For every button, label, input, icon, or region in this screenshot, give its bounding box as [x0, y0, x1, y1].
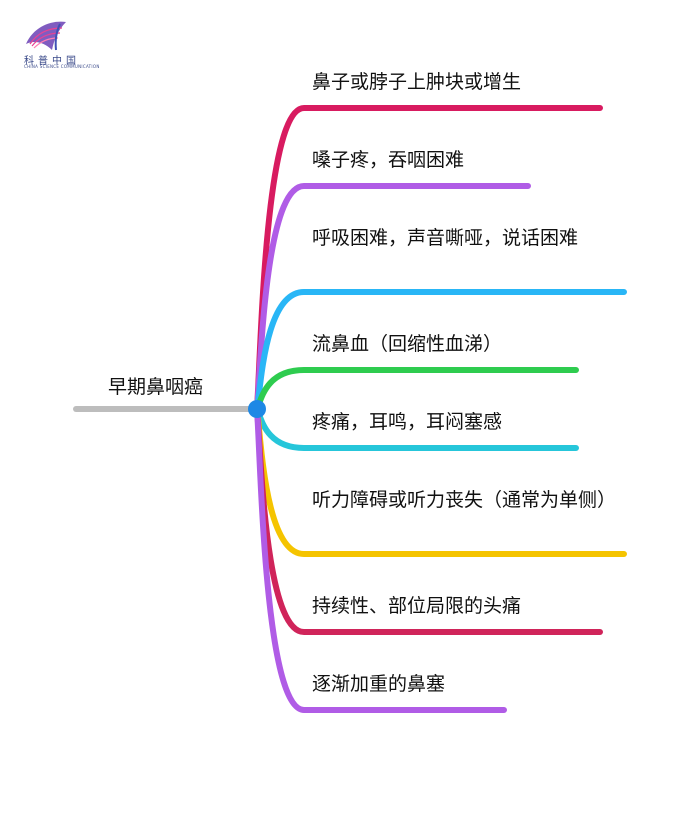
branch-connector-4: [254, 367, 579, 412]
branch-label-3[interactable]: 呼吸困难，声音嘶哑，说话困难: [312, 227, 579, 249]
logo-text: 科普中国: [24, 56, 80, 67]
branch-label-7[interactable]: 持续性、部位局限的头痛: [312, 595, 522, 617]
branch-connector-2: [254, 183, 531, 412]
branch-label-4[interactable]: 流鼻血（回缩性血涕）: [312, 333, 503, 355]
branch-label-5[interactable]: 疼痛，耳鸣，耳闷塞感: [312, 411, 503, 433]
branch-label-8[interactable]: 逐渐加重的鼻塞: [312, 673, 446, 695]
branch-label-1[interactable]: 鼻子或脖子上肿块或增生: [312, 71, 522, 93]
logo-subtext: CHINA SCIENCE COMMUNICATION: [24, 64, 100, 69]
branch-label-6[interactable]: 听力障碍或听力丧失（通常为单侧）: [312, 489, 617, 511]
branch-connector-8: [254, 406, 507, 713]
root-topic-label[interactable]: 早期鼻咽癌: [108, 376, 204, 398]
root-node[interactable]: [248, 400, 266, 418]
kepu-china-logo-icon: [26, 21, 66, 51]
branch-label-2[interactable]: 嗓子疼，吞咽困难: [312, 149, 465, 171]
